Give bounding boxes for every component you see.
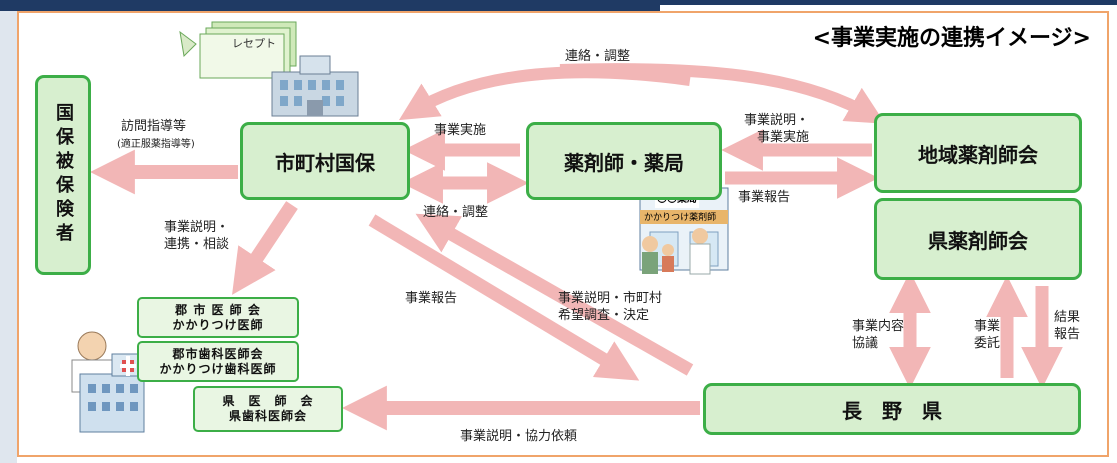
label-kyouryoku: 事業説明・協力依頼 <box>460 429 578 444</box>
node-nagano: 長 野 県 <box>703 383 1081 435</box>
arrow-kokuho-to-nagano <box>368 214 640 381</box>
receipt-stack-icon <box>179 21 297 79</box>
pharmacy-banner: かかりつけ薬剤師 <box>644 213 717 223</box>
node-yakuzaishi: 薬剤師・薬局 <box>526 122 722 200</box>
node-nagano-label: 長 野 県 <box>842 398 942 423</box>
label-renraku-top: 連絡・調整 <box>565 49 631 64</box>
node-gunshi-shika: 郡市歯科医師会 かかりつけ歯科医師 <box>137 341 299 382</box>
label-jigyo-houkoku-right: 事業報告 <box>738 190 791 205</box>
receipt-label: レセプト <box>232 37 276 50</box>
label-jigyo-houkoku-mid: 事業報告 <box>405 291 458 306</box>
label-setsumei-renkei: 事業説明・ 連携・相談 <box>164 220 230 252</box>
city-hall-icon <box>271 55 359 117</box>
label-itaku: 事業 委託 <box>974 319 1001 351</box>
arrow-top-right <box>559 63 886 124</box>
diagram-title: <事業実施の連携イメージ> <box>812 26 1091 51</box>
label-houmon-sub: (適正服薬指導等) <box>117 139 195 150</box>
node-hokensha: 国保被保険者 <box>35 75 91 275</box>
node-kokuho-label: 市町村国保 <box>275 150 375 175</box>
label-setsumei-jisshi: 事業説明・ 事業実施 <box>744 113 810 145</box>
node-chiiki: 地域薬剤師会 <box>874 113 1082 193</box>
node-ken-yaku-label: 県薬剤師会 <box>928 228 1028 253</box>
node-chiiki-label: 地域薬剤師会 <box>918 142 1038 167</box>
label-houmon: 訪問指導等 <box>121 119 187 134</box>
arrow-kokuho-to-ishikai <box>232 201 298 295</box>
label-jigyo-jisshi: 事業実施 <box>434 123 487 138</box>
diagram-frame <box>17 11 1109 457</box>
node-hokensha-label: 国保被保険者 <box>53 103 74 247</box>
arrow-nagano-to-kokuho <box>415 213 694 376</box>
label-setsumei-shichoson: 事業説明・市町村 希望調査・決定 <box>558 291 663 323</box>
label-renraku-mid: 連絡・調整 <box>423 205 489 220</box>
header-bar <box>0 0 660 11</box>
node-ken-ishi: 県 医 師 会 県歯科医師会 <box>193 386 343 432</box>
node-yakuzaishi-label: 薬剤師・薬局 <box>564 150 684 175</box>
node-kokuho: 市町村国保 <box>240 122 410 200</box>
label-kekka: 結果 報告 <box>1054 310 1081 342</box>
left-strip <box>0 0 17 463</box>
label-naiyou-kyougi: 事業内容 協議 <box>852 319 905 351</box>
node-ken-yaku: 県薬剤師会 <box>874 198 1082 280</box>
node-gunshi-ishi: 郡 市 医 師 会 かかりつけ医師 <box>137 297 299 338</box>
doctor-hospital-icon <box>71 331 145 433</box>
arrow-top-left <box>398 66 691 121</box>
